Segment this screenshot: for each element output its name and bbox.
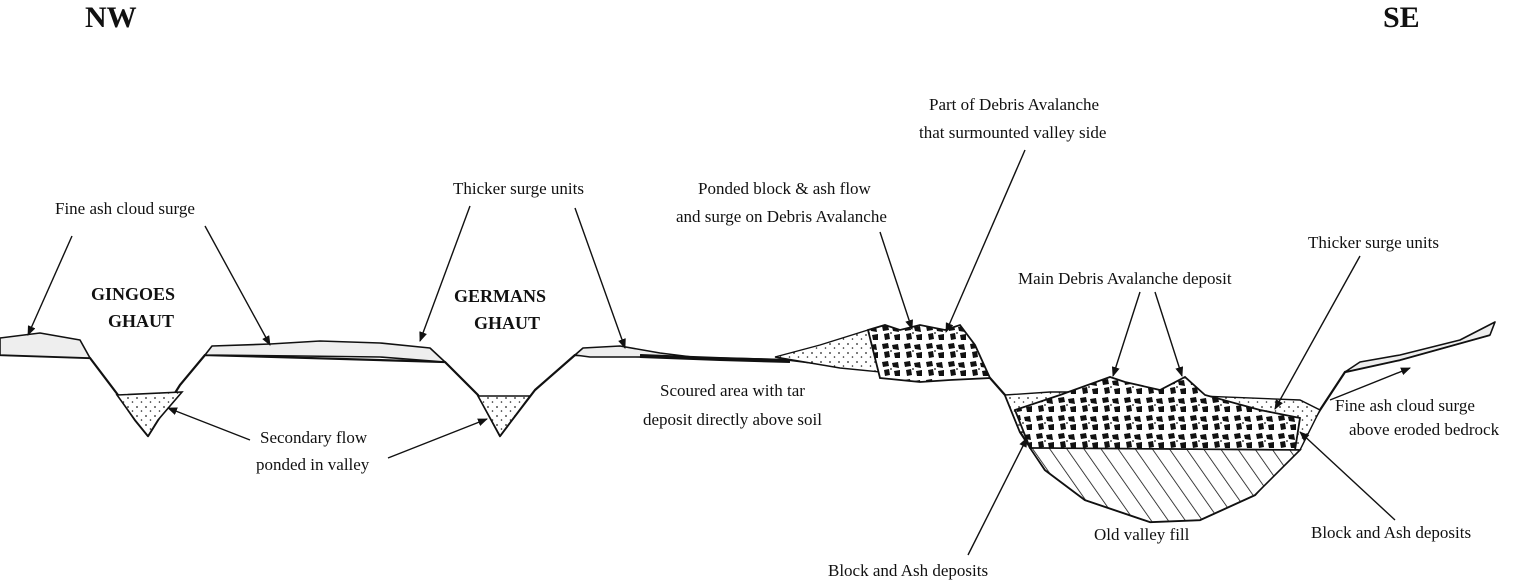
label-thicker-surge-left: Thicker surge units <box>453 179 584 198</box>
label-scoured-1: Scoured area with tar <box>660 381 805 400</box>
old-valley-fill <box>1028 447 1302 523</box>
arrow-fine-ash-right <box>1329 367 1411 401</box>
ponded-gingoes <box>115 391 184 438</box>
label-part-debris-1: Part of Debris Avalanche <box>929 95 1099 114</box>
arrow-part-debris <box>945 149 1026 333</box>
label-fine-ash-left: Fine ash cloud surge <box>55 199 195 218</box>
valley-germans-line1: GERMANS <box>454 286 546 306</box>
label-part-debris-2: that surmounted valley side <box>919 123 1106 142</box>
arrow-main-debris-2 <box>1154 291 1184 377</box>
arrow-block-ash-right <box>1299 431 1396 521</box>
arrow-secondary-gingoes <box>167 407 251 441</box>
valley-germans-line2: GHAUT <box>474 313 540 333</box>
arrow-fine-ash-left-2 <box>204 225 271 346</box>
debris-surmounted <box>866 323 992 383</box>
tar-deposit <box>639 354 791 363</box>
label-thicker-surge-right: Thicker surge units <box>1308 233 1439 252</box>
arrow-main-debris-1 <box>1111 291 1141 377</box>
label-block-ash-right: Block and Ash deposits <box>1311 523 1471 542</box>
label-fine-ash-right-2: above eroded bedrock <box>1349 420 1500 439</box>
arrow-thicker-surge-left-2 <box>574 207 626 349</box>
valley-gingoes-line1: GINGOES <box>91 284 175 304</box>
valley-gingoes-line2: GHAUT <box>108 311 174 331</box>
label-main-debris: Main Debris Avalanche deposit <box>1018 269 1232 288</box>
surge-layer-left <box>0 332 91 359</box>
label-ponded-block-1: Ponded block & ash flow <box>698 179 872 198</box>
arrow-secondary-germans <box>387 418 488 459</box>
surge-layer-right <box>1344 321 1496 373</box>
surge-layer-middle <box>204 340 446 363</box>
label-secondary-flow-1: Secondary flow <box>260 428 368 447</box>
arrow-block-ash-bottom <box>967 437 1028 556</box>
arrow-ponded-block <box>879 231 913 330</box>
arrow-thicker-surge-right <box>1274 255 1361 410</box>
label-ponded-block-2: and surge on Debris Avalanche <box>676 207 887 226</box>
label-block-ash-bottom: Block and Ash deposits <box>828 561 988 580</box>
ponded-germans <box>476 395 532 438</box>
arrow-fine-ash-left <box>27 235 73 336</box>
label-fine-ash-right-1: Fine ash cloud surge <box>1335 396 1475 415</box>
label-old-valley-fill: Old valley fill <box>1094 525 1190 544</box>
arrow-thicker-surge-left-1 <box>419 205 471 342</box>
direction-nw: NW <box>85 1 137 34</box>
label-scoured-2: deposit directly above soil <box>643 410 822 429</box>
direction-se: SE <box>1383 1 1420 34</box>
label-secondary-flow-2: ponded in valley <box>256 455 370 474</box>
